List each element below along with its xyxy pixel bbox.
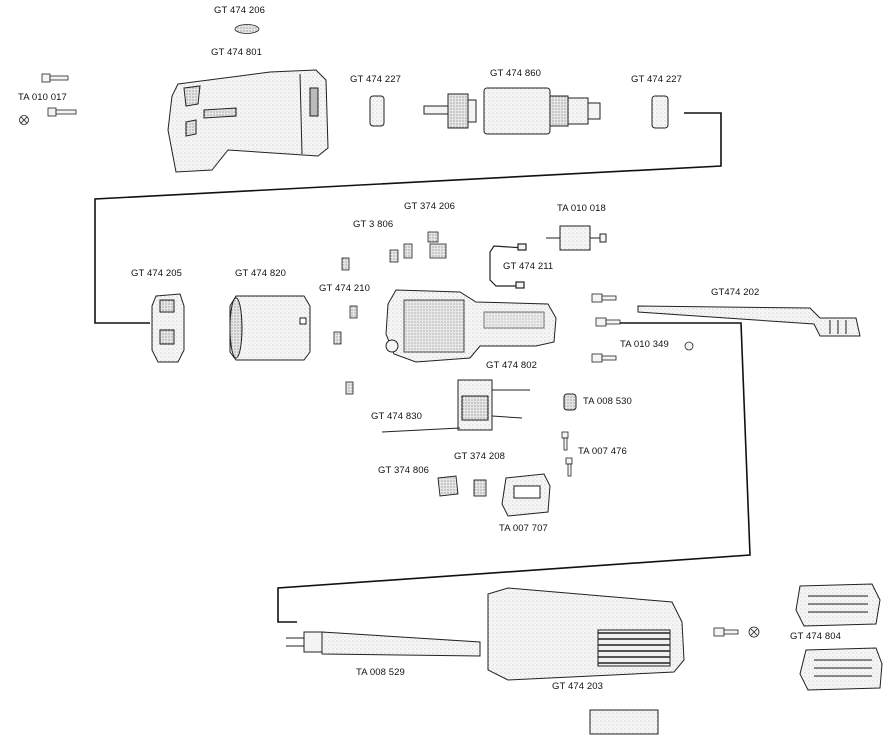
part-ta007707-cord-clamp (501, 473, 551, 517)
part-ta010017-screws (19, 73, 77, 125)
label-gt474804: GT 474 804 (790, 631, 842, 642)
part-ta008529-cord (286, 631, 481, 657)
label-gt474227-left: GT 474 227 (350, 74, 402, 85)
part-gt3806-brush-holder (389, 243, 413, 263)
connector-line-top (94, 112, 722, 324)
part-ta010349-screws (591, 293, 694, 363)
part-ta008530-grommet (563, 393, 577, 411)
part-gt474860-armature (423, 87, 601, 135)
assembly-connector-lines (94, 112, 751, 623)
label-gt3806: GT 3 806 (353, 219, 394, 230)
label-ta008530: TA 008 530 (583, 396, 632, 407)
part-gt474203-housing (487, 587, 685, 735)
part-gt374806-bracket (437, 475, 459, 497)
part-gt474801-housing (167, 69, 329, 173)
connector-line-middle (277, 322, 751, 623)
part-ta007476-screws (561, 431, 573, 477)
part-gt474227-bearing-left (369, 95, 385, 127)
label-gt474802: GT 474 802 (486, 360, 538, 371)
label-gt474830: GT 474 830 (371, 411, 423, 422)
label-gt374208: GT 374 208 (454, 451, 506, 462)
label-ta007476: TA 007 476 (578, 446, 627, 457)
label-gt374806: GT 374 806 (378, 465, 430, 476)
part-screw-washer (713, 626, 760, 638)
part-gt474205-end-cap (151, 293, 185, 363)
part-gt474820-field-coil (229, 295, 311, 361)
part-ta010018-condenser (546, 225, 607, 251)
label-gt474205: GT 474 205 (131, 268, 183, 279)
part-gt474210-brushes (333, 257, 358, 395)
label-gt374206: GT 374 206 (404, 201, 456, 212)
part-gt474830-switch (381, 379, 530, 433)
label-gt474211: GT 474 211 (503, 261, 554, 272)
part-gt474804-grips (795, 583, 883, 691)
part-gt474227-bearing-right (651, 95, 669, 129)
label-gt474860: GT 474 860 (490, 68, 542, 79)
part-gt474211-wire (489, 243, 527, 289)
label-gt474203: GT 474 203 (552, 681, 604, 692)
label-gt474202: GT474 202 (711, 287, 760, 298)
part-gt374206-brush (427, 231, 447, 259)
label-ta010018: TA 010 018 (557, 203, 606, 214)
label-ta010349: TA 010 349 (620, 339, 669, 350)
part-gt374208-clip (473, 479, 487, 497)
label-ta008529: TA 008 529 (356, 667, 405, 678)
part-gt474206-spring (234, 24, 260, 34)
label-gt474801: GT 474 801 (211, 47, 263, 58)
label-gt474227-right: GT 474 227 (631, 74, 683, 85)
label-ta010017: TA 010 017 (18, 92, 67, 103)
part-gt474802-main-housing (385, 289, 557, 363)
part-gt474202-guide-bar (637, 305, 861, 337)
label-gt474206: GT 474 206 (214, 5, 266, 16)
label-ta007707: TA 007 707 (499, 523, 548, 534)
label-gt474210: GT 474 210 (319, 283, 371, 294)
label-gt474820: GT 474 820 (235, 268, 287, 279)
